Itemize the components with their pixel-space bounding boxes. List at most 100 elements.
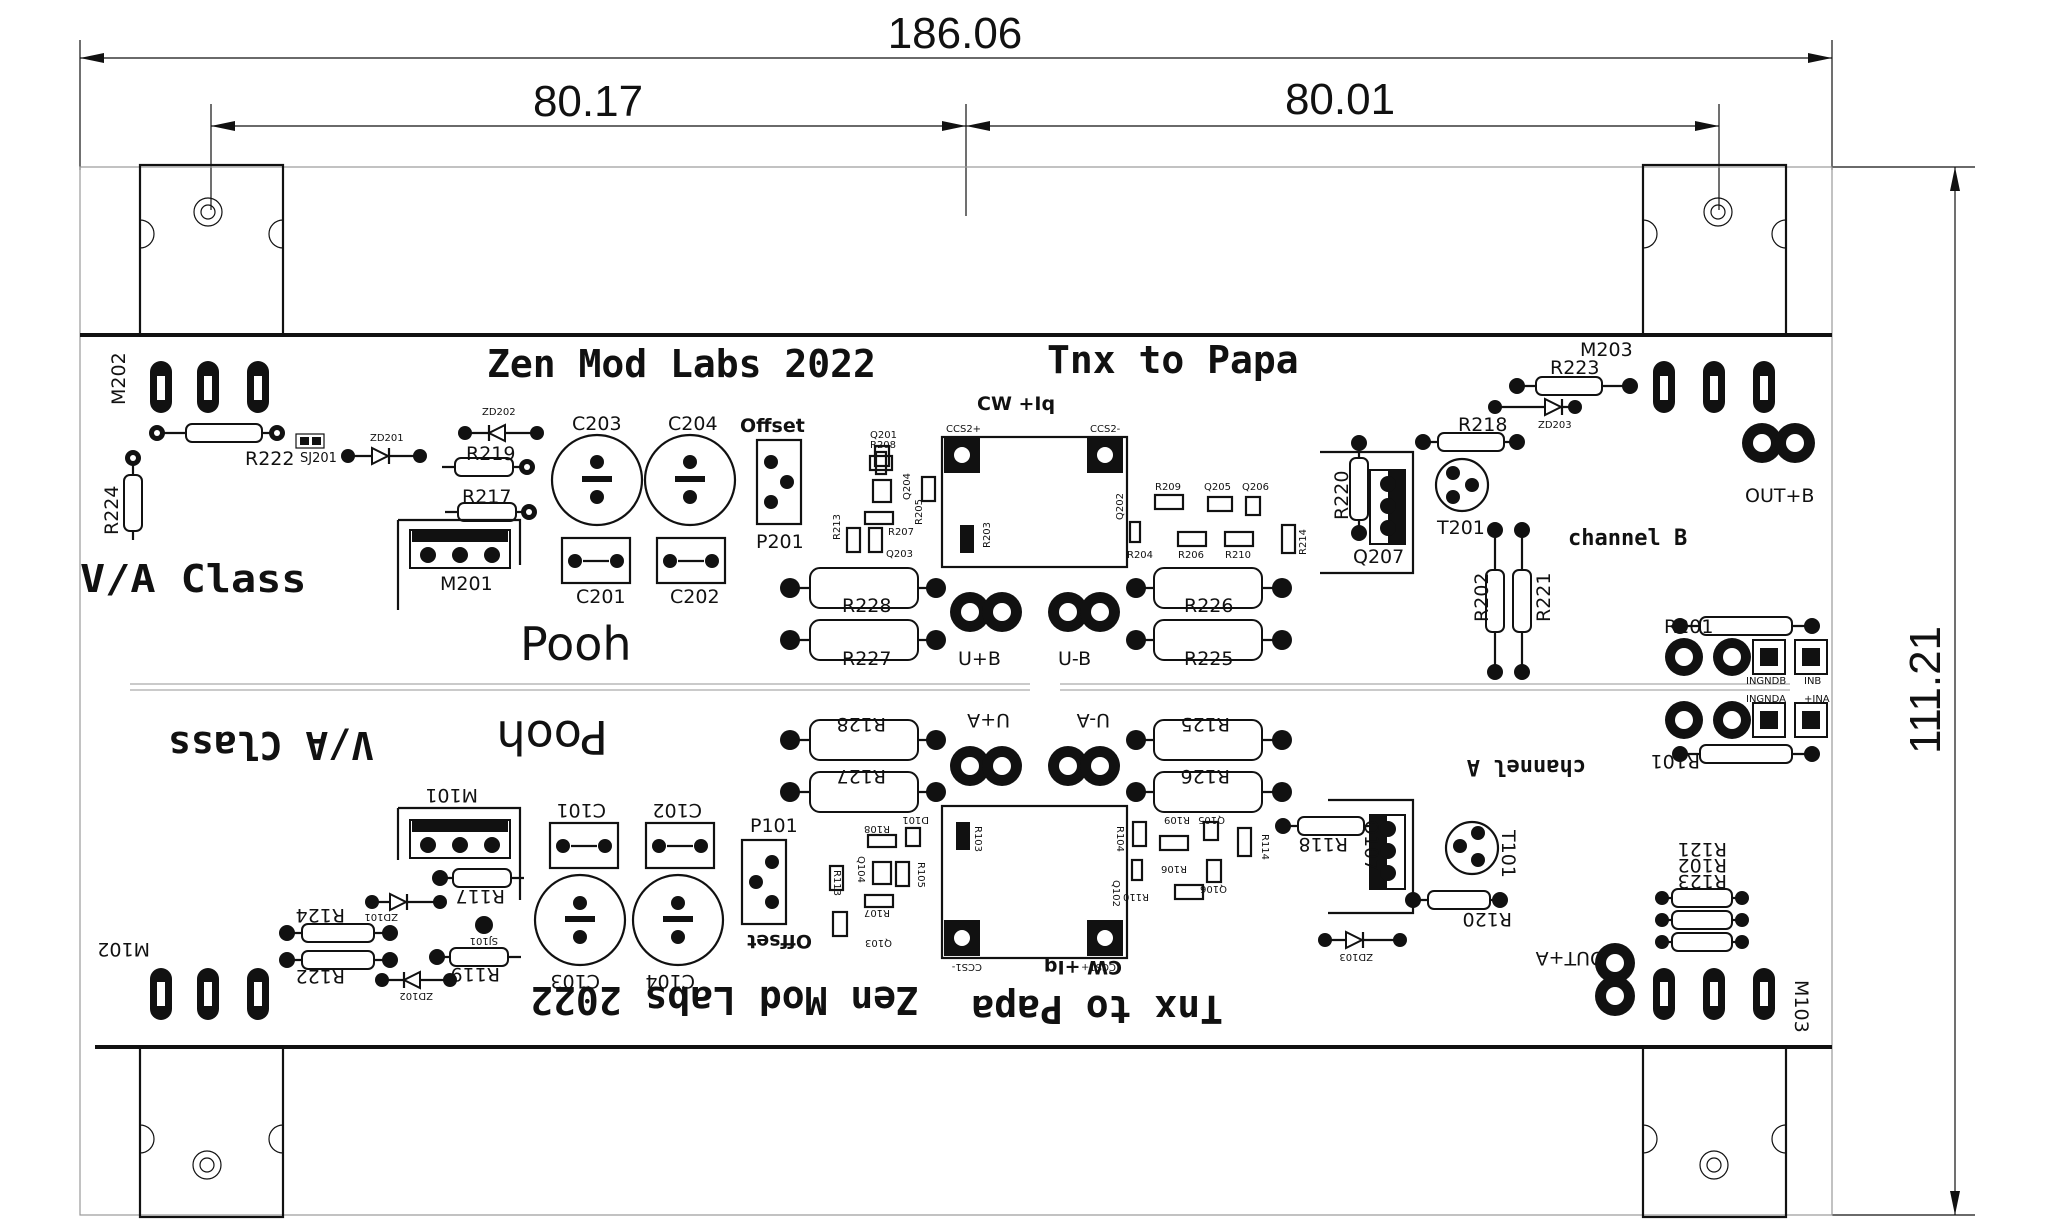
label-r128: R128 xyxy=(837,713,886,735)
label-ina: +INA xyxy=(1804,694,1830,705)
brand-text-a: Zen Mod Labs 2022 xyxy=(530,978,919,1022)
resistor-r218: R218 xyxy=(1415,414,1525,452)
label-ccs2p: CCS2+ xyxy=(946,424,981,435)
resistor-r128: R128 xyxy=(780,713,946,761)
channel-label-a: channel A xyxy=(1467,754,1586,779)
label-r202: R202 xyxy=(1471,573,1493,622)
terminal-out-a xyxy=(1595,943,1635,1016)
zener-zd102: ZD102 xyxy=(375,970,457,1001)
label-q103: Q103 xyxy=(865,937,892,948)
smd-cluster-b-right: Q202 R204 R209 Q205 Q206 R206 R210 R214 xyxy=(1115,482,1309,561)
channel-a: Zen Mod Labs 2022 Tnx to Papa V/A Class … xyxy=(97,694,1829,1033)
label-zd201: ZD201 xyxy=(370,433,404,444)
rail-pos-b: U+B xyxy=(958,648,1001,670)
label-c101: C101 xyxy=(556,799,606,821)
resistor-r222: R222 xyxy=(149,423,294,470)
resistor-r119: R119 xyxy=(429,947,521,985)
smd-cluster-a-left: R108 D101 Q104 R105 R113 R107 Q103 xyxy=(828,814,929,948)
input-connector-b: INGNDB INB xyxy=(1665,638,1828,687)
label-r117: R117 xyxy=(456,885,505,907)
label-m101: M101 xyxy=(425,784,478,806)
transistor-t101: T101 xyxy=(1444,820,1519,878)
heatsink-tab-top-right xyxy=(1641,163,1788,337)
zener-zd101: ZD101 xyxy=(364,892,447,922)
resistor-r219: R219 xyxy=(442,443,535,477)
label-m201: M201 xyxy=(440,573,493,595)
label-r119: R119 xyxy=(451,963,500,985)
label-r201: R201 xyxy=(1664,616,1713,638)
label-r101: R101 xyxy=(1651,750,1700,772)
label-r219: R219 xyxy=(466,443,515,465)
resistor-r127: R127 xyxy=(780,765,946,813)
label-t101: T101 xyxy=(1497,829,1519,878)
smd-cluster-a-right: R104 Q102 R110 R109 Q105 R106 Q106 R114 xyxy=(1110,814,1270,907)
resistor-r220: R220 xyxy=(1331,435,1369,541)
brand-text-b: Zen Mod Labs 2022 xyxy=(487,342,876,386)
label-r113: R113 xyxy=(831,870,842,896)
zener-zd103: ZD103 xyxy=(1318,930,1407,962)
input-connector-a: INGNDA +INA xyxy=(1665,694,1830,739)
dimension-lines xyxy=(79,40,1975,1216)
nickname-b: Pooh xyxy=(520,617,632,671)
label-r223: R223 xyxy=(1550,357,1599,379)
label-r114: R114 xyxy=(1259,834,1270,860)
label-q203: Q203 xyxy=(886,549,913,560)
resistor-r118: R118 xyxy=(1275,816,1386,855)
label-r221: R221 xyxy=(1533,573,1555,622)
terminal-u-minus-b xyxy=(1048,592,1120,632)
label-r105: R105 xyxy=(915,862,926,888)
board-outline xyxy=(79,166,1833,1216)
label-d101: D101 xyxy=(902,814,929,825)
label-r124: R124 xyxy=(296,904,345,926)
mosfet-m203: M203 xyxy=(1580,339,1775,413)
label-p101: P101 xyxy=(750,815,798,837)
label-r207: R207 xyxy=(888,527,914,538)
label-c203: C203 xyxy=(572,413,622,435)
dim-overall-width: 186.06 xyxy=(888,9,1023,58)
label-q204: Q204 xyxy=(902,473,913,500)
label-r118: R118 xyxy=(1299,833,1348,855)
ccs-label-a: CW +Iq xyxy=(1044,956,1122,978)
label-m202: M202 xyxy=(108,352,130,405)
label-r210: R210 xyxy=(1225,550,1251,561)
label-r206: R206 xyxy=(1178,550,1204,561)
label-ingnda: INGNDA xyxy=(1746,694,1786,705)
label-r213: R213 xyxy=(832,514,843,540)
label-c103: C103 xyxy=(550,970,600,992)
label-ingndb: INGNDB xyxy=(1746,676,1786,687)
offset-label-b: Offset xyxy=(740,415,805,437)
dim-overall-height: 111.21 xyxy=(1901,626,1950,754)
trimmer-p101: P101 xyxy=(740,815,798,926)
label-q202: Q202 xyxy=(1115,493,1126,520)
label-r120: R120 xyxy=(1463,908,1512,930)
label-zd101: ZD101 xyxy=(364,911,398,922)
label-r106: R106 xyxy=(1161,863,1187,874)
label-m103: M103 xyxy=(1790,980,1812,1033)
resistor-r224: R224 xyxy=(101,450,143,540)
label-r227: R227 xyxy=(842,648,891,670)
label-ccs1p: CCS1+ xyxy=(1081,961,1116,972)
resistor-r117: R117 xyxy=(432,868,524,907)
thanks-text-b: Tnx to Papa xyxy=(1047,338,1299,382)
label-c204: C204 xyxy=(668,413,718,435)
label-q207: Q207 xyxy=(1353,546,1404,568)
output-label-a: OUT+A xyxy=(1536,947,1605,969)
class-label-b: V/A Class xyxy=(80,558,306,602)
mosfet-m102: M102 xyxy=(97,938,269,1020)
resistor-r120: R120 xyxy=(1405,890,1512,930)
label-q106: Q106 xyxy=(1200,883,1227,894)
mosfet-m201: M201 xyxy=(396,518,522,610)
channel-b: Zen Mod Labs 2022 Tnx to Papa V/A Class … xyxy=(80,338,1828,687)
resistor-r225: R225 xyxy=(1126,619,1292,670)
dim-right-span: 80.01 xyxy=(1285,75,1395,124)
label-r204: R204 xyxy=(1127,550,1153,561)
trimmer-p201: P201 xyxy=(755,438,804,553)
label-c104: C104 xyxy=(645,970,695,992)
capacitor-c104: C104 xyxy=(631,873,725,992)
heatsink-tab-top-left xyxy=(138,163,285,337)
label-r127: R127 xyxy=(837,765,886,787)
resistor-r221: R221 xyxy=(1512,522,1555,680)
terminal-u-minus-a xyxy=(1048,746,1120,786)
label-r104: R104 xyxy=(1114,826,1125,852)
